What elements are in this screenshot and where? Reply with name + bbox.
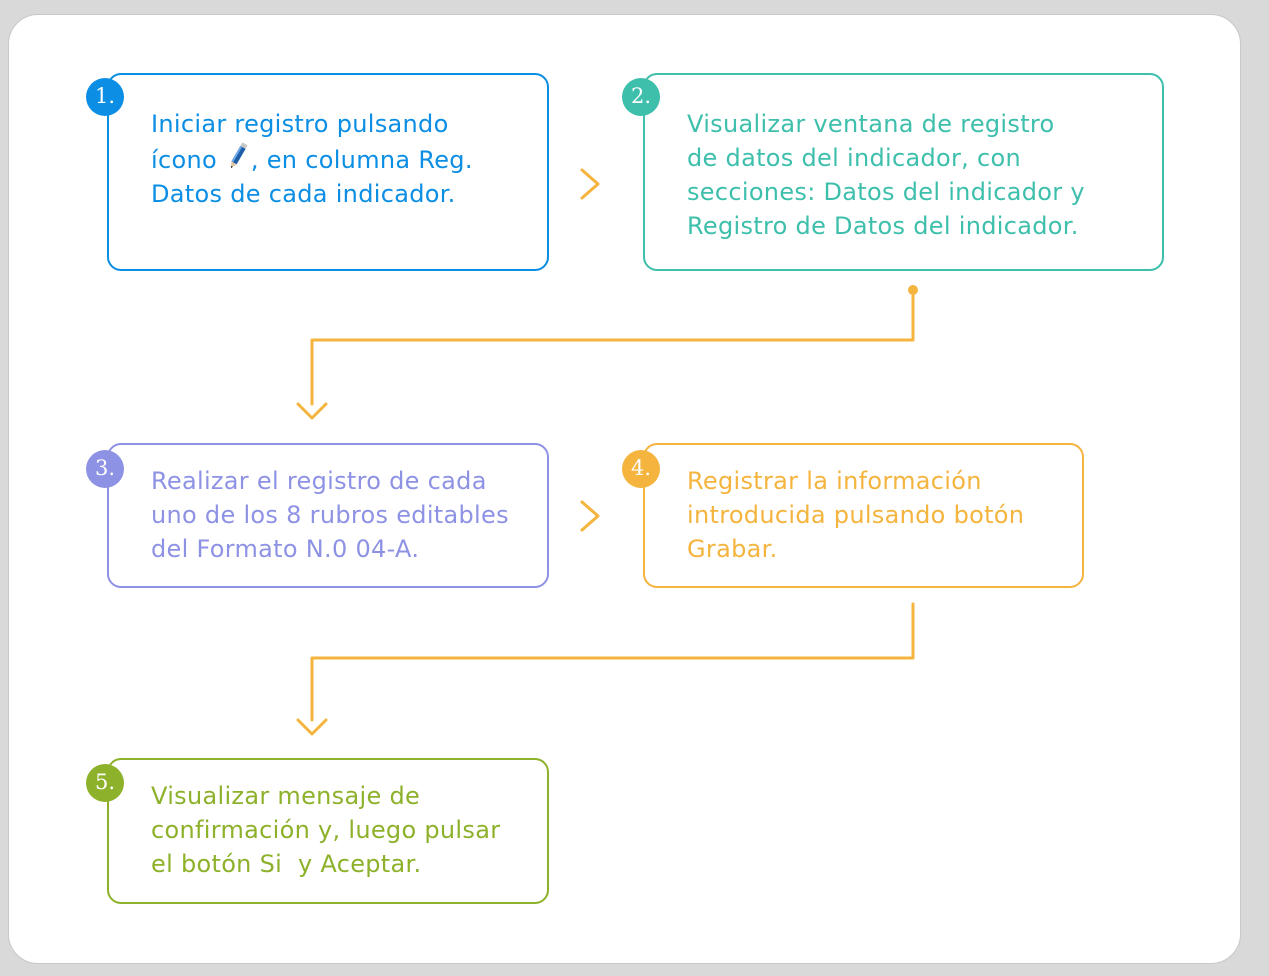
step-5-line-1: Visualizar mensaje de: [151, 782, 421, 810]
step-1-line-2b: , en columna Reg.: [250, 146, 473, 174]
step-5-line-2: confirmación y, luego pulsar: [151, 816, 501, 844]
step-5-text: Visualizar mensaje de confirmación y, lu…: [151, 779, 500, 881]
step-2-badge: 2.: [622, 78, 660, 116]
step-2-line-2: de datos del indicador, con: [687, 144, 1022, 172]
step-1-text: Iniciar registro pulsando ícono , en col…: [151, 107, 473, 211]
connector-2-3: [310, 288, 915, 406]
step-1-line-1: Iniciar registro pulsando: [151, 110, 449, 138]
next-arrow-3-4: [580, 500, 600, 532]
step-2-line-3: secciones: Datos del indicador y: [687, 178, 1085, 206]
step-2-line-1: Visualizar ventana de registro: [687, 110, 1055, 138]
step-4-box: [643, 443, 1084, 588]
step-2-line-4: Registro de Datos del indicador.: [687, 212, 1079, 240]
step-1-line-2a: ícono: [151, 146, 225, 174]
step-2-text: Visualizar ventana de registro de datos …: [687, 107, 1085, 243]
next-arrow-1-2: [580, 168, 600, 200]
step-3-box: [107, 443, 549, 588]
pencil-icon: [230, 142, 248, 169]
step-5-line-3: el botón Si y Aceptar.: [151, 850, 422, 878]
step-5-badge: 5.: [86, 764, 124, 802]
step-4-text: Registrar la información introducida pul…: [687, 464, 1024, 566]
step-4-badge: 4.: [622, 450, 660, 488]
step-4-line-1: Registrar la información: [687, 467, 982, 495]
step-3-text: Realizar el registro de cada uno de los …: [151, 464, 509, 566]
step-4-line-3: Grabar.: [687, 535, 778, 563]
step-3-line-2: uno de los 8 rubros editables: [151, 501, 509, 529]
step-2-box: [643, 73, 1164, 271]
step-1-box: [107, 73, 549, 271]
down-arrow-to-3: [296, 402, 328, 420]
connector-start-dot: [908, 285, 918, 295]
step-5-box: [107, 758, 549, 904]
down-arrow-to-5: [296, 718, 328, 736]
step-3-badge: 3.: [86, 450, 124, 488]
step-4-line-2: introducida pulsando botón: [687, 501, 1025, 529]
step-3-line-1: Realizar el registro de cada: [151, 467, 487, 495]
step-1-line-3: Datos de cada indicador.: [151, 180, 456, 208]
connector-4-5: [310, 602, 915, 722]
step-1-badge: 1.: [86, 78, 124, 116]
step-3-line-3: del Formato N.0 04-A.: [151, 535, 420, 563]
